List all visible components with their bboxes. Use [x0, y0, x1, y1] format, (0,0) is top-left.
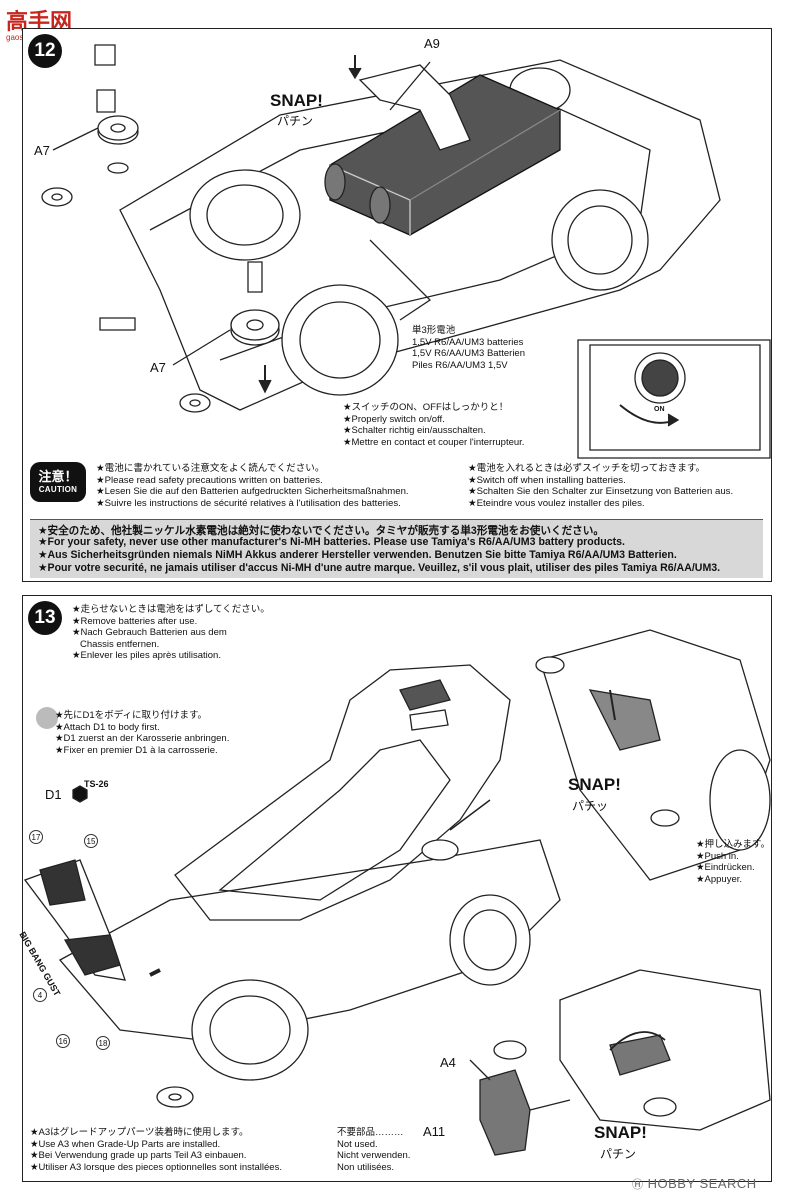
push-text-line: ★押し込みます。 — [696, 839, 771, 850]
attach-text-line: ★Attach D1 to body first. — [55, 721, 160, 733]
battery-label-line: 1,5V R6/AA/UM3 Batterien — [412, 348, 525, 359]
switch-text-line: ★スイッチのON、OFFはしっかりと！ — [343, 402, 509, 413]
unused-part-label: A11 — [423, 1124, 446, 1139]
push-text-line: ★Eindrücken. — [696, 862, 755, 873]
sticker-number: 4 — [33, 988, 47, 1002]
step-13-panel — [22, 595, 772, 1182]
caution-badge: 注意！ CAUTION — [30, 462, 86, 502]
unused-text-line: Nicht verwenden. — [337, 1150, 411, 1161]
step-12-number: 12 — [28, 34, 62, 68]
switch-on-label: ON — [654, 406, 665, 413]
unused-parts-text: 不要部品……… Not used. Nicht verwenden. Non u… — [337, 1127, 410, 1173]
part-label-a7-bottom: A7 — [150, 360, 166, 375]
hobby-search-watermark: Ⓗ HOBBY SEARCH — [632, 1176, 757, 1192]
sticker-number: 16 — [56, 1034, 70, 1048]
battery-label-line: Piles R6/AA/UM3 1,5V — [412, 359, 508, 371]
caution-right-line: ★Switch off when installing batteries. — [468, 474, 626, 486]
sticker-number: 18 — [96, 1036, 110, 1050]
caution-right-text: ★電池を入れるときは必ずスイッチを切っておきます。 ★Switch off wh… — [468, 463, 733, 509]
switch-instructions: ★スイッチのON、OFFはしっかりと！ ★Properly switch on/… — [343, 402, 524, 448]
caution-left-line: ★電池に書かれている注意文をよく読んでください。 — [96, 463, 325, 474]
a3-text-line: ★Use A3 when Grade-Up Parts are installe… — [30, 1138, 221, 1150]
switch-text-line: ★Mettre en contact et couper l'interrupt… — [343, 436, 525, 448]
push-text-line: ★Appuyer. — [696, 873, 743, 885]
snap-label: SNAP! — [270, 91, 323, 110]
sticker-number: 15 — [84, 834, 98, 848]
battery-label-line: 1.5V R6/AA/UM3 batteries — [412, 336, 524, 348]
caution-bar-line: ★Aus Sicherheitsgründen niemals NiMH Akk… — [38, 549, 677, 561]
caution-badge-en: CAUTION — [38, 485, 78, 494]
snap-bottom-label-jp: パチン — [600, 1147, 637, 1161]
caution-left-line: ★Suivre les instructions de sécurité rel… — [96, 497, 401, 509]
a3-text-line: ★Bei Verwendung grade up parts Teil A3 e… — [30, 1150, 247, 1161]
attach-text-line: ★D1 zuerst an der Karosserie anbringen. — [55, 733, 230, 744]
snap-bottom-label: SNAP! — [594, 1123, 647, 1142]
remove-text-line: ★Nach Gebrauch Batterien aus dem — [72, 627, 227, 638]
caution-badge-jp: 注意！ — [38, 469, 78, 484]
caution-bar-line: ★For your safety, never use other manufa… — [38, 536, 625, 548]
battery-label-line: 単3形電池 — [412, 325, 456, 336]
unused-text-line: Not used. — [337, 1138, 378, 1150]
caution-left-line: ★Please read safety precautions written … — [96, 474, 323, 486]
caution-right-line: ★Schalten Sie den Schalter zur Einsetzun… — [468, 486, 734, 497]
snap-label-jp: パチン — [277, 114, 314, 128]
remove-text-line: Chassis entfernen. — [80, 638, 160, 650]
snap-right-label-jp: パチッ — [572, 799, 609, 813]
attach-d1-text: ★先にD1をボディに取り付けます。 ★Attach D1 to body fir… — [55, 710, 229, 756]
switch-text-line: ★Properly switch on/off. — [343, 413, 445, 425]
attach-text-line: ★Fixer en premier D1 à la carrosserie. — [55, 744, 218, 756]
hobby-search-text: HOBBY SEARCH — [647, 1176, 757, 1191]
step-13-number: 13 — [28, 601, 62, 635]
part-label-a4: A4 — [440, 1055, 456, 1070]
a3-note-text: ★A3はグレードアップパーツ装着時に使用します。 ★Use A3 when Gr… — [30, 1127, 282, 1173]
sticker-number: 17 — [29, 830, 43, 844]
a3-text-line: ★Utiliser A3 lorsque des pieces optionne… — [30, 1161, 282, 1173]
push-in-text: ★押し込みます。 ★Push in. ★Eindrücken. ★Appuyer… — [696, 839, 770, 885]
battery-label: 単3形電池 1.5V R6/AA/UM3 batteries 1,5V R6/A… — [412, 325, 525, 371]
remove-text-line: ★Enlever les piles après utilisation. — [72, 650, 221, 661]
caution-right-line: ★Eteindre vous voulez installer des pile… — [468, 497, 645, 509]
unused-text-line: 不要部品……… — [337, 1127, 404, 1138]
unused-text-line: Non utilisées. — [337, 1161, 395, 1173]
part-label-d1: D1 — [45, 787, 62, 802]
snap-right-label: SNAP! — [568, 775, 621, 794]
remove-text-line: ★Remove batteries after use. — [72, 615, 198, 627]
caution-bar-line: ★Pour votre securité, ne jamais utiliser… — [38, 562, 721, 574]
part-label-a9: A9 — [424, 36, 440, 51]
switch-text-line: ★Schalter richtig ein/ausschalten. — [343, 425, 486, 436]
caution-left-line: ★Lesen Sie die auf den Batterien aufgedr… — [96, 486, 409, 497]
caution-bar-line: ★安全のため、他社製ニッケル水素電池は絶対に使わないでください。タミヤが販売する… — [38, 525, 604, 537]
attach-text-line: ★先にD1をボディに取り付けます。 — [55, 710, 208, 721]
remove-text-line: ★走らせないときは電池をはずしてください。 — [72, 604, 270, 615]
caution-right-line: ★電池を入れるときは必ずスイッチを切っておきます。 — [468, 463, 706, 474]
part-label-a7-top: A7 — [34, 143, 50, 158]
caution-bar: ★安全のため、他社製ニッケル水素電池は絶対に使わないでください。タミヤが販売する… — [30, 519, 763, 578]
push-text-line: ★Push in. — [696, 850, 739, 862]
a3-text-line: ★A3はグレードアップパーツ装着時に使用します。 — [30, 1127, 249, 1138]
caution-left-text: ★電池に書かれている注意文をよく読んでください。 ★Please read sa… — [96, 463, 409, 509]
paint-label-ts26: TS-26 — [84, 779, 109, 789]
hobby-search-logo-icon: Ⓗ — [632, 1179, 644, 1191]
remove-batteries-text: ★走らせないときは電池をはずしてください。 ★Remove batteries … — [72, 604, 270, 662]
